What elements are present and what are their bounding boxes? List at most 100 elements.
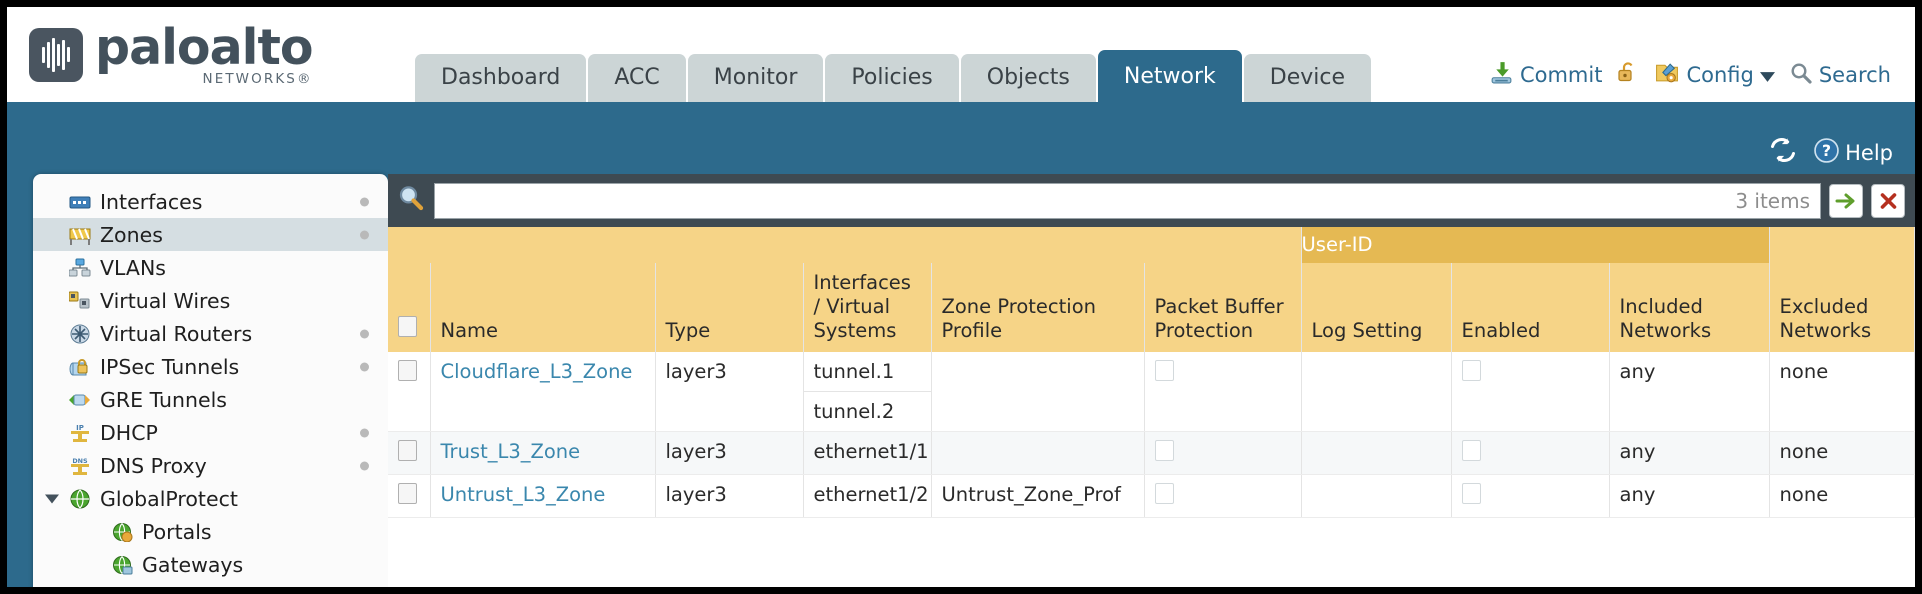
excluded-networks-cell: none: [1769, 474, 1915, 519]
apply-filter-button[interactable]: [1829, 183, 1863, 218]
userid-enabled-checkbox[interactable]: [1461, 440, 1481, 462]
unlock-icon[interactable]: [1616, 60, 1640, 90]
userid-enabled-checkbox[interactable]: [1461, 483, 1481, 505]
search-button[interactable]: Search: [1789, 61, 1891, 90]
row-select-checkbox[interactable]: [398, 440, 417, 462]
log-setting-cell: [1301, 352, 1452, 433]
tab-objects[interactable]: Objects: [960, 54, 1096, 102]
config-menu[interactable]: Config: [1654, 60, 1775, 90]
col-header-zone-protection[interactable]: Zone Protection Profile: [931, 263, 1145, 353]
col-header-log-setting[interactable]: Log Setting: [1301, 263, 1452, 353]
zone-name-link[interactable]: Untrust_L3_Zone: [440, 483, 606, 507]
search-label: Search: [1818, 63, 1891, 87]
sidebar-item-label: Zones: [100, 222, 163, 247]
sidebar-item-gateways[interactable]: Gateways: [33, 548, 388, 581]
help-label: Help: [1845, 140, 1893, 165]
zone-name-cell: Cloudflare_L3_Zone: [430, 352, 656, 433]
zone-protection-profile-cell: Untrust_Zone_Prof: [931, 474, 1145, 519]
commit-button[interactable]: Commit: [1489, 60, 1602, 90]
packet-buffer-checkbox[interactable]: [1154, 440, 1174, 462]
zone-name-cell: Trust_L3_Zone: [430, 431, 656, 476]
interfaces-icon: [69, 192, 91, 212]
zone-interfaces-cell: ethernet1/1: [803, 431, 932, 476]
tab-monitor[interactable]: Monitor: [687, 54, 824, 102]
sidebar-item-label: VLANs: [100, 255, 166, 280]
brand-name: paloalto: [95, 19, 314, 76]
sidebar-item-gre-tunnels[interactable]: GRE Tunnels: [33, 383, 388, 416]
userid-enabled-checkbox[interactable]: [1461, 360, 1481, 382]
userid-group-header: User-ID: [1301, 227, 1770, 263]
sidebar-item-portals[interactable]: Portals: [33, 515, 388, 548]
included-networks-cell: any: [1609, 352, 1770, 433]
packet-buffer-checkbox[interactable]: [1154, 483, 1174, 505]
zone-name-link[interactable]: Cloudflare_L3_Zone: [440, 360, 633, 384]
col-header-included-networks[interactable]: Included Networks: [1609, 263, 1770, 353]
search-icon: [1789, 61, 1813, 90]
sidebar-item-status-dot: [360, 197, 369, 206]
config-icon: [1654, 60, 1680, 90]
sidebar-item-status-dot: [360, 362, 369, 371]
main-panel: 3 items: [388, 174, 1915, 587]
ipsec-tunnels-icon: [69, 357, 91, 377]
interface-entry: ethernet1/2: [813, 483, 929, 507]
col-header-name[interactable]: Name: [430, 263, 656, 353]
included-networks-cell: any: [1609, 431, 1770, 476]
sidebar-item-label: Virtual Routers: [100, 321, 253, 346]
gre-tunnels-icon: [69, 390, 91, 410]
col-header-packet-buffer[interactable]: Packet Buffer Protection: [1144, 263, 1302, 353]
sidebar-item-globalprotect[interactable]: GlobalProtect: [33, 482, 388, 515]
zone-name-cell: Untrust_L3_Zone: [430, 474, 656, 519]
sidebar-item-interfaces[interactable]: Interfaces: [33, 185, 388, 218]
sidebar-item-label: IPSec Tunnels: [100, 354, 240, 379]
paloalto-logo: paloalto NETWORKS®: [29, 19, 314, 87]
sidebar-item-label: DHCP: [100, 420, 158, 445]
clear-filter-button[interactable]: [1871, 183, 1905, 218]
refresh-icon[interactable]: [1769, 137, 1797, 168]
col-header-interfaces[interactable]: Interfaces / Virtual Systems: [803, 263, 932, 353]
filter-search-icon[interactable]: [396, 183, 426, 218]
userid-enabled-cell: [1451, 474, 1610, 519]
column-header-row: Name Type Interfaces / Virtual Systems Z…: [388, 263, 1915, 353]
sidebar-item-ipsec-tunnels[interactable]: IPSec Tunnels: [33, 350, 388, 383]
zone-name-link[interactable]: Trust_L3_Zone: [440, 440, 581, 464]
packet-buffer-checkbox[interactable]: [1154, 360, 1174, 382]
tab-device[interactable]: Device: [1243, 54, 1371, 102]
config-label: Config: [1686, 63, 1754, 87]
tree-expand-arrow-icon[interactable]: [45, 494, 59, 503]
col-header-excluded-networks[interactable]: Excluded Networks: [1769, 263, 1915, 353]
item-count-label: 3 items: [1735, 188, 1810, 213]
sidebar-item-zones[interactable]: Zones: [33, 218, 388, 251]
tab-policies[interactable]: Policies: [825, 54, 959, 102]
zone-type-cell: layer3: [655, 352, 804, 433]
svg-text:DNS: DNS: [72, 457, 88, 465]
sidebar-item-virtual-routers[interactable]: Virtual Routers: [33, 317, 388, 350]
log-setting-cell: [1301, 431, 1452, 476]
tab-network[interactable]: Network: [1097, 50, 1242, 102]
sidebar-item-vlans[interactable]: VLANs: [33, 251, 388, 284]
sidebar-item-virtual-wires[interactable]: Virtual Wires: [33, 284, 388, 317]
col-header-type[interactable]: Type: [655, 263, 804, 353]
chevron-down-icon: [1759, 63, 1775, 87]
help-button[interactable]: ? Help: [1814, 137, 1893, 168]
virtual-routers-icon: [69, 324, 91, 344]
filter-input[interactable]: 3 items: [434, 182, 1821, 219]
sidebar-item-label: Portals: [142, 519, 212, 544]
col-header-userid-enabled[interactable]: Enabled: [1451, 263, 1610, 353]
row-select-checkbox[interactable]: [398, 483, 417, 505]
vlans-icon: [68, 258, 91, 278]
row-select-cell: [388, 431, 431, 476]
tab-dashboard[interactable]: Dashboard: [415, 54, 587, 102]
included-networks-cell: any: [1609, 474, 1770, 519]
select-all-checkbox[interactable]: [398, 315, 417, 337]
excluded-networks-cell: none: [1769, 352, 1915, 433]
tab-acc[interactable]: ACC: [588, 54, 686, 102]
row-select-checkbox[interactable]: [398, 360, 417, 382]
